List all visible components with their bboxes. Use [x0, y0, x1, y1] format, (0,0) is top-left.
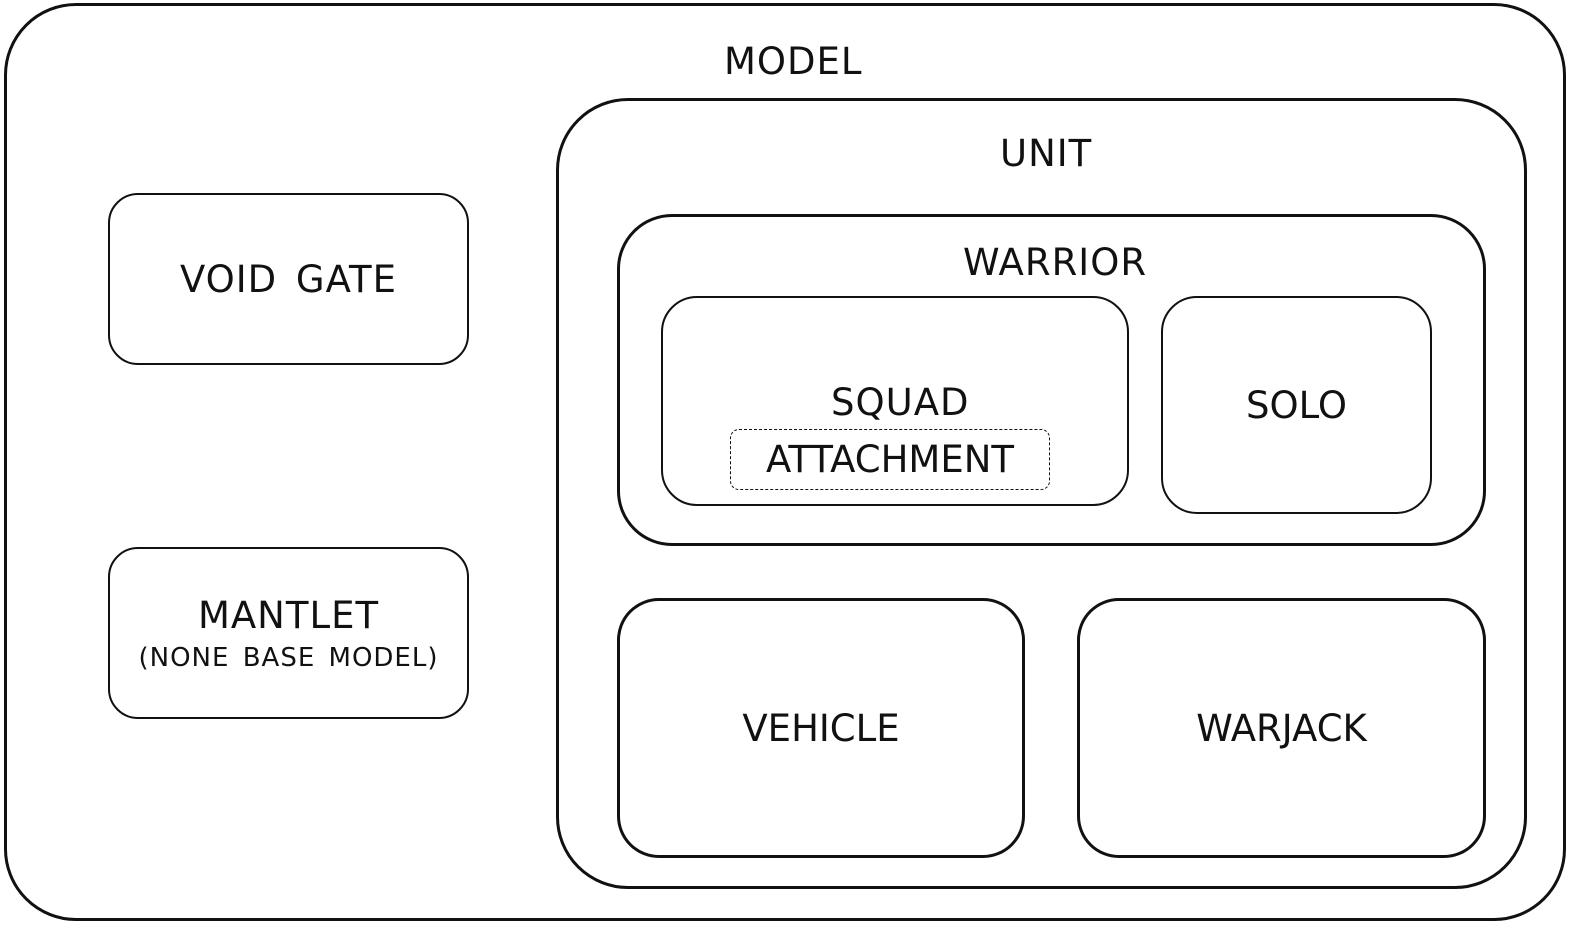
model-label: MODEL: [724, 40, 863, 83]
warrior-container: WARRIOR: [617, 214, 1486, 546]
solo-label: SOLO: [1245, 383, 1348, 427]
model-container: MODEL: [4, 3, 1566, 921]
warjack-box: WARJACK: [1077, 598, 1486, 858]
attachment-label: ATTACHMENT: [765, 438, 1014, 481]
mantlet-box: MANTLET (NONE BASE MODEL): [108, 547, 469, 719]
vehicle-box: VEHICLE: [617, 598, 1025, 858]
warrior-label: WARRIOR: [963, 241, 1148, 284]
squad-box: SQUAD: [661, 296, 1129, 506]
squad-label: SQUAD: [831, 381, 970, 424]
unit-label: UNIT: [1000, 132, 1093, 175]
mantlet-label: MANTLET: [197, 593, 380, 637]
attachment-box: ATTACHMENT: [730, 429, 1050, 490]
unit-container: UNIT: [556, 98, 1527, 889]
void-gate-box: VOID GATE: [108, 193, 469, 365]
vehicle-label: VEHICLE: [742, 706, 900, 750]
warjack-label: WARJACK: [1196, 706, 1367, 750]
void-gate-label: VOID GATE: [179, 257, 398, 301]
solo-box: SOLO: [1161, 296, 1432, 514]
mantlet-sublabel: (NONE BASE MODEL): [138, 642, 439, 673]
